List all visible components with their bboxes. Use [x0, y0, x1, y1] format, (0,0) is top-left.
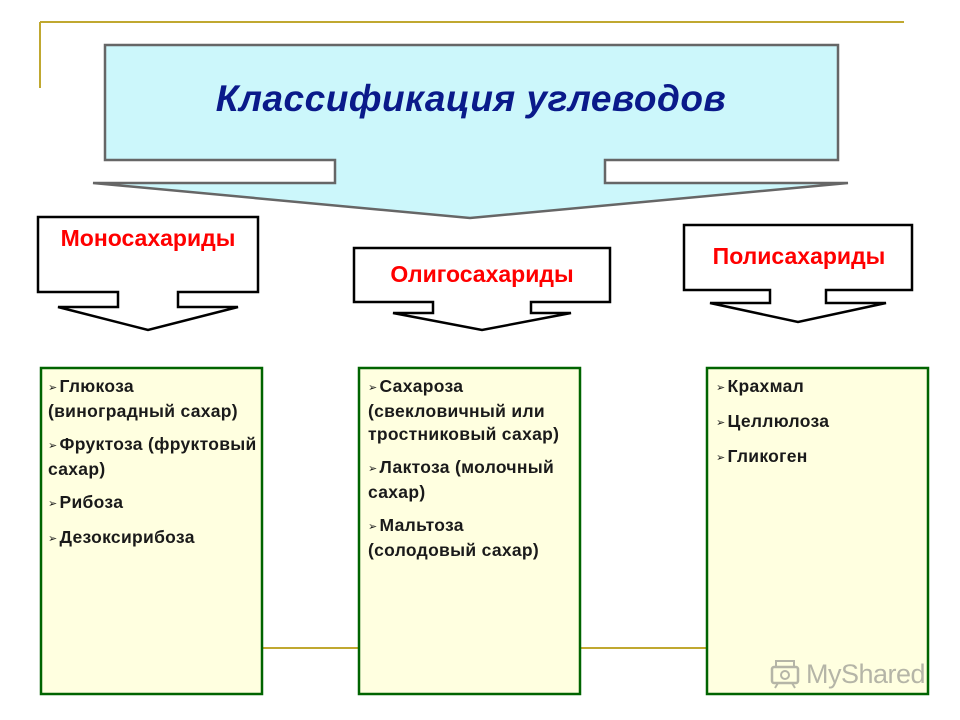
- arrow-bullet-icon: ➢: [368, 382, 378, 394]
- oligo-list-box: [357, 366, 582, 696]
- category-label-oligo: Олигосахариды: [390, 261, 574, 287]
- watermark: MyShared: [770, 656, 926, 692]
- arrow-bullet-icon: ➢: [48, 498, 58, 510]
- poly-items: ➢Крахмал ➢Целлюлоза ➢Гликоген: [716, 375, 922, 480]
- list-item: ➢Сахароза (свекловичный или тростниковый…: [368, 376, 560, 444]
- arrow-bullet-icon: ➢: [716, 417, 726, 429]
- mono-list-box: [39, 366, 264, 696]
- category-label-poly: Полисахариды: [712, 243, 886, 269]
- arrow-bullet-icon: ➢: [716, 452, 726, 464]
- oligo-items: ➢Сахароза (свекловичный или тростниковый…: [368, 375, 576, 572]
- list-item: ➢Глюкоза (виноградный сахар): [48, 376, 238, 421]
- list-item: ➢Дезоксирибоза: [48, 527, 195, 547]
- arrow-bullet-icon: ➢: [368, 463, 378, 475]
- mono-items: ➢Глюкоза (виноградный сахар) ➢Фруктоза (…: [48, 375, 258, 561]
- poly-list-box: [705, 366, 930, 696]
- list-item: ➢Крахмал: [716, 376, 805, 396]
- arrow-bullet-icon: ➢: [48, 382, 58, 394]
- mono-callout-shape: [36, 215, 260, 332]
- list-item: ➢Целлюлоза: [716, 411, 830, 431]
- oligo-callout-shape: [352, 246, 612, 332]
- arrow-bullet-icon: ➢: [368, 521, 378, 533]
- watermark-text: MyShared: [806, 658, 926, 689]
- projector-icon: [770, 660, 800, 689]
- list-item: ➢Рибоза: [48, 492, 124, 512]
- arrow-bullet-icon: ➢: [716, 382, 726, 394]
- list-item: ➢Гликоген: [716, 446, 808, 466]
- arrow-bullet-icon: ➢: [48, 533, 58, 545]
- list-item: ➢Мальтоза (солодовый сахар): [368, 515, 540, 560]
- poly-callout-shape: [682, 223, 914, 324]
- list-item: ➢Фруктоза (фруктовый сахар): [48, 434, 257, 479]
- title-callout-shape: [92, 43, 849, 220]
- list-item: ➢Лактоза (молочный сахар): [368, 457, 555, 502]
- page-title: Классификация углеводов: [215, 78, 727, 119]
- category-label-mono: Моносахариды: [60, 225, 236, 251]
- arrow-bullet-icon: ➢: [48, 440, 58, 452]
